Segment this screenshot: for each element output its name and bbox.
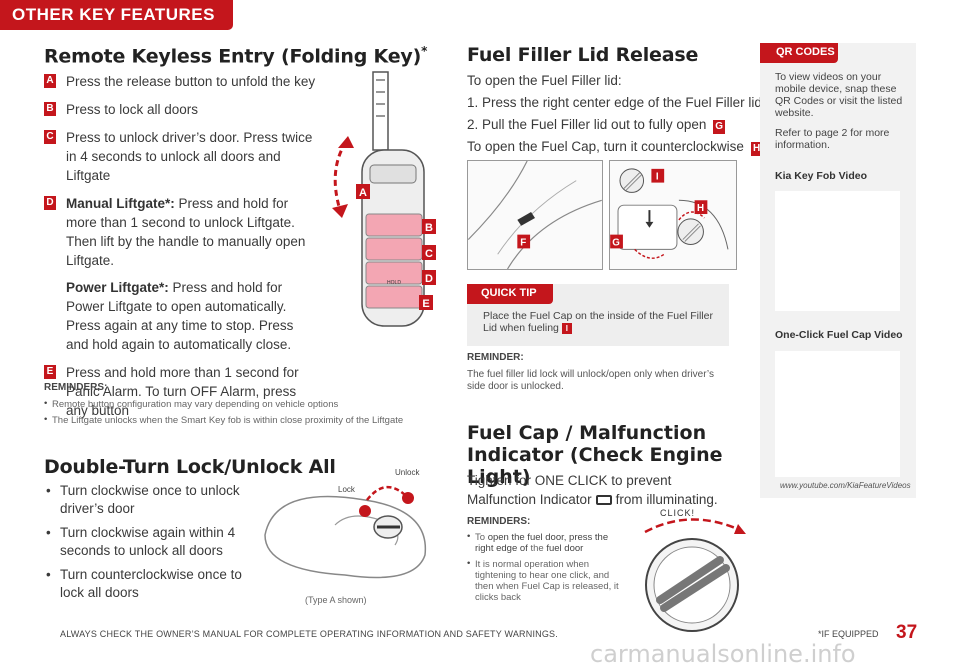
- remote-steps: A Press the release button to unfold the …: [44, 72, 319, 429]
- watermark: carmanualsonline.info: [590, 640, 856, 668]
- click-label: CLICK!: [660, 508, 695, 518]
- remote-reminders-title: REMINDERS:: [44, 382, 108, 393]
- check-engine-icon: [595, 495, 612, 506]
- fig-label-d: D: [425, 273, 433, 285]
- qr-refer: Refer to page 2 for more information.: [775, 127, 890, 151]
- fig-label-e: E: [422, 298, 429, 310]
- double-turn-bullet-1: Turn clockwise once to unlock driver’s d…: [44, 482, 244, 518]
- section-tab-label: OTHER KEY FEATURES: [12, 5, 215, 24]
- fuel-line-0: To open the Fuel Filler lid:: [467, 70, 757, 92]
- badge-c: C: [44, 130, 56, 144]
- section-tab: OTHER KEY FEATURES: [0, 0, 233, 30]
- step-a-text: Press the release button to unfold the k…: [66, 74, 316, 89]
- step-c: C Press to unlock driver’s door. Press tw…: [44, 128, 319, 185]
- qr-video-title-1: Kia Key Fob Video: [775, 170, 867, 182]
- fuel-cap-click-illustration: CLICK!: [644, 508, 746, 632]
- power-liftgate-text: Power Liftgate*: Press and hold for Powe…: [66, 278, 319, 354]
- type-a-caption: (Type A shown): [305, 595, 367, 605]
- qr-code-1[interactable]: [775, 191, 900, 311]
- remote-title-text: Remote Keyless Entry (Folding Key): [44, 45, 422, 68]
- fuel-filler-steps: To open the Fuel Filler lid: 1. Press th…: [467, 70, 781, 158]
- fuel-reminder-text: The fuel filler lid lock will unlock/ope…: [467, 369, 714, 392]
- remote-reminders: REMINDERS: Remote button configuration m…: [44, 382, 434, 431]
- remote-reminder-1: Remote button configuration may vary dep…: [44, 398, 434, 410]
- double-turn-bullets: Turn clockwise once to unlock driver’s d…: [44, 482, 244, 608]
- badge-d: D: [44, 196, 56, 210]
- manual-liftgate-text: Manual Liftgate*: Press and hold for mor…: [66, 194, 319, 270]
- fuel-cap-reminders-title: REMINDERS:: [467, 516, 531, 527]
- fig-label-g: G: [612, 237, 620, 248]
- step-b-text: Press to lock all doors: [66, 102, 199, 117]
- page-number: 37: [896, 622, 918, 643]
- quick-tip-text: Place the Fuel Cap on the inside of the …: [483, 310, 723, 334]
- double-turn-bullet-3: Turn counterclockwise once to lock all d…: [44, 566, 244, 602]
- fuel-cap-reminder-1-part2: open the fuel door, press the right edge…: [475, 532, 609, 554]
- badge-a: A: [44, 74, 56, 88]
- qr-codes-panel: QR CODES To view videos on your mobile d…: [760, 43, 916, 498]
- badge-g: G: [713, 120, 726, 134]
- fuel-lid-illustration: F: [467, 160, 603, 270]
- quick-tip-label: QUICK TIP: [467, 284, 553, 304]
- hold-label: HOLD: [387, 280, 401, 286]
- fuel-line-3-text: To open the Fuel Cap, turn it counterclo…: [467, 139, 744, 154]
- key-fob-illustration: HOLD A B C D E: [332, 71, 436, 327]
- fuel-line-2: 2. Pull the Fuel Filler lid out to fully…: [467, 114, 757, 136]
- fuel-line-3: To open the Fuel Cap, turn it counterclo…: [467, 136, 763, 158]
- badge-i: I: [561, 323, 572, 334]
- fig-label-b: B: [425, 222, 433, 234]
- power-liftgate-label: Power Liftgate*:: [66, 280, 169, 295]
- step-b: B Press to lock all doors: [44, 100, 319, 119]
- step-c-text: Press to unlock driver’s door. Press twi…: [66, 130, 313, 183]
- qr-instructions: To view videos on your mobile device, sn…: [775, 71, 903, 119]
- fuel-cap-text: Tighten for ONE CLICK to prevent Malfunc…: [467, 471, 727, 509]
- qr-url-link[interactable]: www.youtube.com/KiaFeatureVideos: [780, 481, 911, 490]
- fuel-cap-reminder-2: It is normal operation when tightening t…: [467, 558, 622, 603]
- qr-label: QR CODES: [760, 43, 838, 63]
- fuel-line-1-text: 1. Press the right center edge of the Fu…: [467, 95, 762, 110]
- qr-code-2[interactable]: [775, 351, 900, 477]
- fuel-cap-reminder-1: To open the fuel door, press the right e…: [467, 531, 622, 554]
- fuel-cap-reminder-1-part4: fuel door: [546, 543, 584, 554]
- step-a: A Press the release button to unfold the …: [44, 72, 319, 91]
- remote-title-mark: *: [421, 44, 428, 58]
- quick-tip-box: QUICK TIP Place the Fuel Cap on the insi…: [467, 284, 729, 346]
- fuel-cap-title: Fuel Cap / Malfunction Indicator (Check …: [467, 422, 723, 488]
- step-d: D Manual Liftgate*: Press and hold for m…: [44, 194, 319, 354]
- fig-label-a: A: [359, 187, 367, 199]
- fuel-cap-reminders: REMINDERS: To open the fuel door, press …: [467, 516, 622, 608]
- qr-video-title-2: One-Click Fuel Cap Video: [775, 329, 903, 341]
- fuel-cap-reminder-1-part1: To: [475, 532, 488, 543]
- fuel-cap-open-illustration: I H G: [609, 160, 737, 270]
- fig-label-h: H: [697, 203, 704, 214]
- remote-title: Remote Keyless Entry (Folding Key)*: [44, 44, 427, 67]
- manual-liftgate-desc: Press and hold for more than 1 second to…: [66, 196, 306, 268]
- fig-label-c: C: [425, 248, 433, 260]
- fuel-line-1: 1. Press the right center edge of the Fu…: [467, 92, 781, 114]
- fuel-reminder-title: REMINDER:: [467, 352, 524, 363]
- fig-label-i: I: [656, 172, 659, 183]
- fuel-cap-text-after: from illuminating.: [615, 492, 718, 507]
- qr-text: To view videos on your mobile device, sn…: [775, 71, 903, 159]
- double-turn-bullet-2: Turn clockwise again within 4 seconds to…: [44, 524, 244, 560]
- unlock-label: Unlock: [395, 468, 420, 477]
- fuel-line-0-text: To open the Fuel Filler lid:: [467, 73, 622, 88]
- fuel-cap-text-before: Tighten for ONE CLICK to prevent Malfunc…: [467, 473, 672, 507]
- manual-liftgate-label: Manual Liftgate*:: [66, 196, 175, 211]
- power-liftgate-desc: Press and hold for Power Liftgate to ope…: [66, 280, 294, 352]
- fuel-filler-title: Fuel Filler Lid Release: [467, 44, 699, 66]
- badge-b: B: [44, 102, 56, 116]
- double-turn-title: Double-Turn Lock/Unlock All: [44, 456, 336, 478]
- quick-tip-body: Place the Fuel Cap on the inside of the …: [483, 310, 713, 334]
- lock-label: Lock: [338, 485, 356, 494]
- footer-if-equipped: *IF EQUIPPED: [818, 629, 879, 639]
- remote-reminder-2: The Liftgate unlocks when the Smart Key …: [44, 414, 434, 426]
- fuel-reminder: REMINDER: The fuel filler lid lock will …: [467, 352, 732, 393]
- footer-warning: ALWAYS CHECK THE OWNER’S MANUAL FOR COMP…: [60, 629, 558, 639]
- fuel-cap-reminder-1-part3: the: [530, 543, 547, 554]
- fig-label-f: F: [520, 237, 526, 248]
- badge-e: E: [44, 365, 56, 379]
- door-handle-illustration: Unlock Lock (Type A shown): [264, 468, 427, 605]
- fuel-line-2-text: 2. Pull the Fuel Filler lid out to fully…: [467, 117, 707, 132]
- badge-h: H: [750, 142, 763, 156]
